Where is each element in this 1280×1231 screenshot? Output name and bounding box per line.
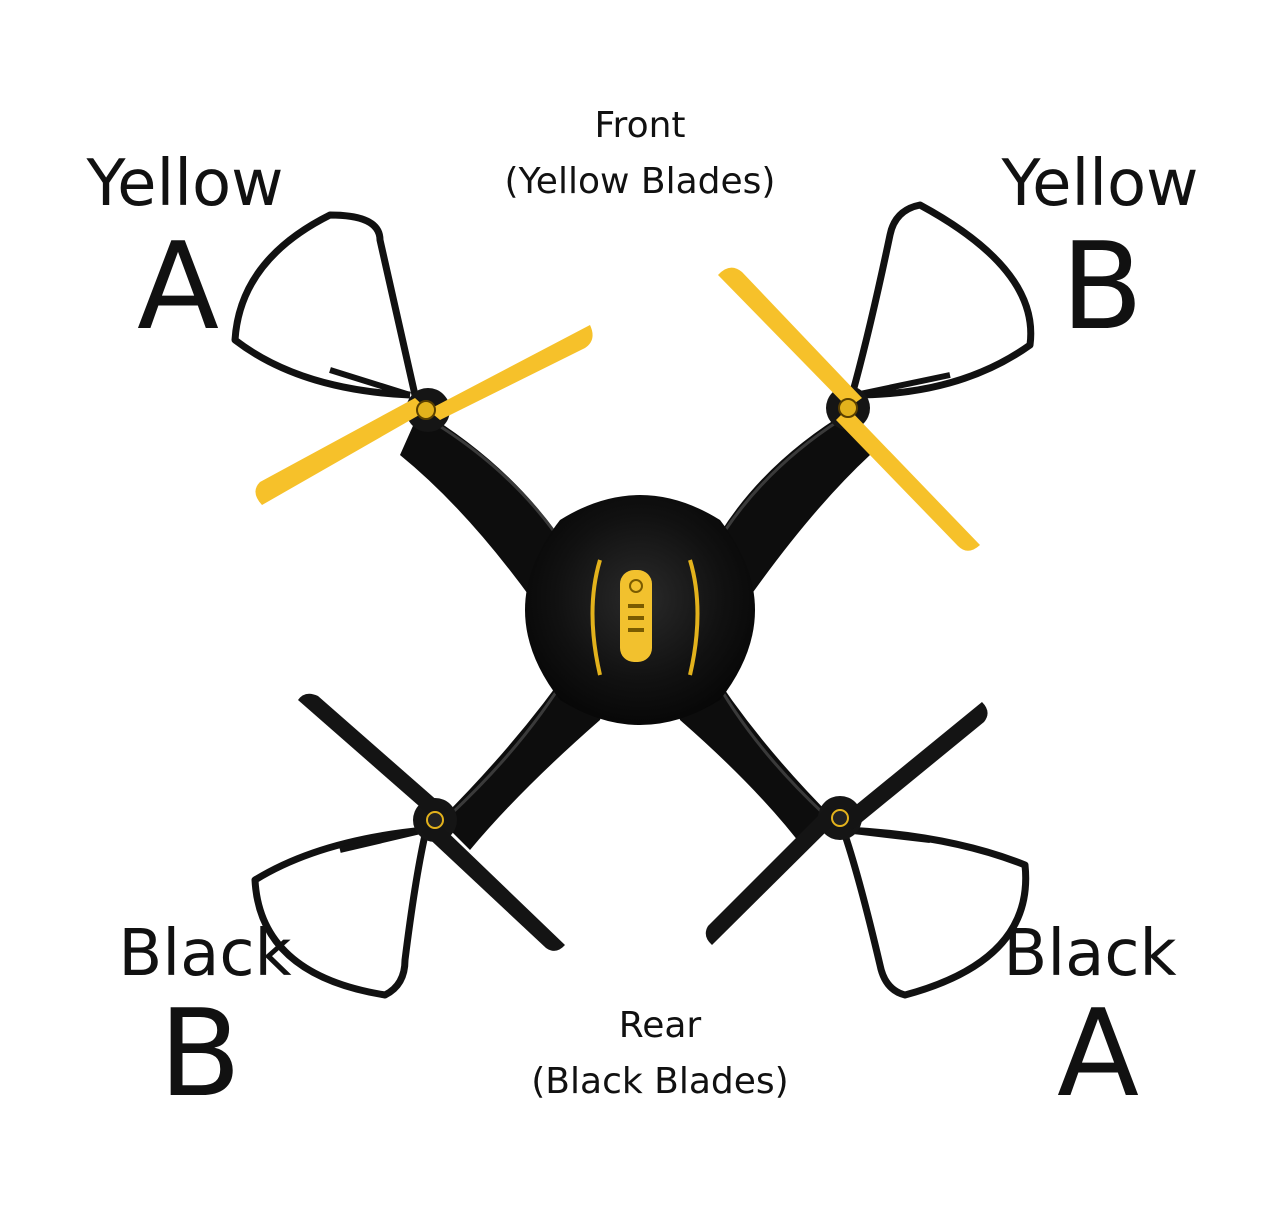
front-label: Front [594, 105, 686, 146]
front-left-rotor-color: Yellow [86, 147, 284, 221]
rear-right-rotor-color: Black [1003, 917, 1177, 991]
rear-left-rotor-letter: B [158, 985, 242, 1124]
rotor-front-right [718, 201, 1035, 551]
front-right-rotor-letter: B [1060, 218, 1144, 357]
front-left-rotor-letter: A [136, 218, 220, 357]
rear-left-rotor-color: Black [118, 917, 292, 991]
rotor-rear-left [251, 693, 565, 999]
rear-label: Rear [618, 1005, 702, 1046]
rear-right-rotor-letter: A [1056, 985, 1140, 1124]
front-right-rotor-color: Yellow [1001, 147, 1199, 221]
rotor-rear-right [705, 702, 1030, 999]
rear-sublabel: (Black Blades) [531, 1061, 789, 1102]
rotor-front-left [231, 211, 593, 505]
front-sublabel: (Yellow Blades) [504, 161, 776, 202]
drone-body [525, 495, 755, 725]
